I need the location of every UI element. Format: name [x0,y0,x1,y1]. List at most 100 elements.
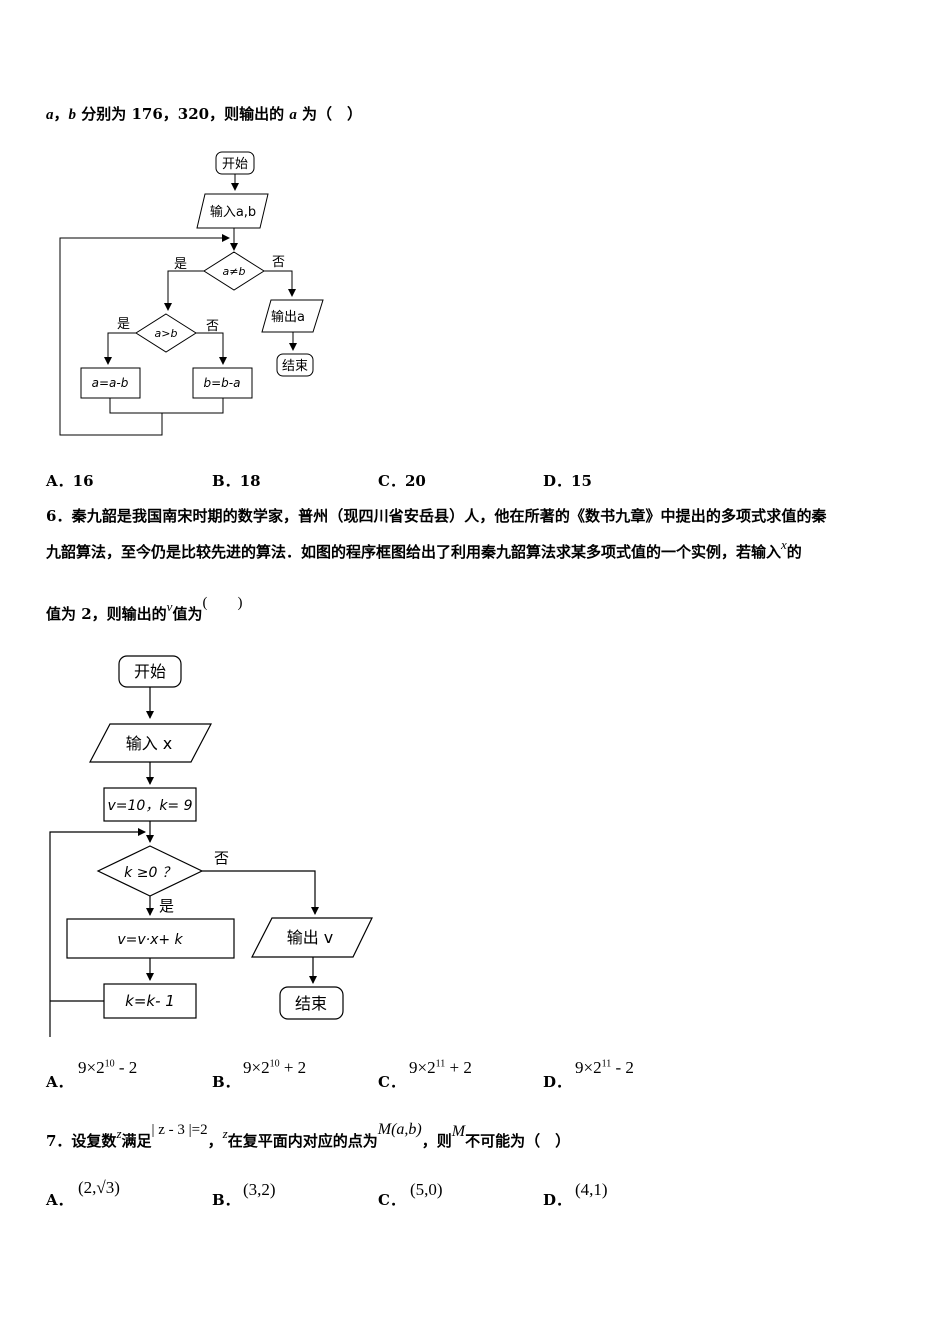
q7-option-a: A． [46,1189,73,1210]
option-letter: A． [46,1073,73,1091]
q5-assign-a-label: a=a-b [92,376,129,390]
formula-base: 9×2 [575,1058,602,1077]
q6-option-d: D． [543,1071,571,1092]
q5-option-a: A．16 [46,470,94,491]
q5-cond2-label: a>b [155,327,178,340]
q6-output-box [251,917,373,958]
q7-option-a-value: (2,√3) [78,1178,120,1197]
option-value: 18 [239,472,261,490]
q6-option-a-formula: 9×210 - 2 [78,1058,137,1078]
q5-sep: ， [53,105,69,123]
option-letter: A． [46,472,73,490]
q5-cond2-diamond [135,313,197,353]
q6-option-c-formula: 9×211 + 2 [409,1058,472,1078]
q7-mid2: 在复平面内对应的点为 [227,1132,378,1150]
q5-option-b: B．18 [212,470,261,491]
q6-output-label: 输出 v [287,928,334,947]
option-letter: B． [212,1073,240,1091]
q7-comma: ， [207,1132,223,1150]
q6-option-d-formula: 9×211 - 2 [575,1058,634,1078]
q5-output-box [261,299,324,333]
q6-line2-text: 九韶算法，至今仍是比较先进的算法．如图的程序框图给出了利用秦九韶算法求某多项式值… [46,543,782,561]
q6-init-label: v=10，k= 9 [107,798,192,814]
option-letter: D． [543,1191,572,1209]
q7-modulus: | z - 3 |=2 [151,1122,208,1138]
q5-end-box [276,353,314,377]
q6-update-box [66,918,235,959]
q5-stem-end: 为（ ） [296,105,363,123]
q5-no1-label: 否 [272,255,285,270]
q6-update-label: v=v·x+ k [117,932,183,948]
option-value: 20 [404,472,426,490]
q6-option-b-formula: 9×210 + 2 [243,1058,306,1078]
q6-option-a: A． [46,1071,73,1092]
q5-no2-label: 否 [206,319,219,334]
q5-yes1-label: 是 [174,257,187,272]
q7-var-z2: z [222,1126,228,1141]
q6-stem-line2: 九韶算法，至今仍是比较先进的算法．如图的程序框图给出了利用秦九韶算法求某多项式值… [46,537,802,562]
q5-var-a2: a [289,107,297,123]
q7-mid1: 满足 [121,1132,152,1150]
q5-input-box [196,193,269,229]
q7-option-b: B． [212,1189,240,1210]
q6-stem-line3: 值为 2，则输出的v值为( ) [46,595,242,624]
q6-yes-label: 是 [159,897,174,915]
q6-cond-label: k ≥0 ？ [124,865,176,881]
q6-no-label: 否 [214,849,229,867]
formula-tail: + 2 [445,1058,472,1077]
formula-tail: - 2 [611,1058,634,1077]
q7-option-c: C． [378,1189,405,1210]
q6-line3-mid: 值为 [172,605,203,623]
q7-option-d: D． [543,1189,571,1210]
q7-option-d-value: (4,1) [575,1180,608,1199]
formula-base: 9×2 [243,1058,270,1077]
q6-option-c: C． [378,1071,405,1092]
formula-exp: 11 [435,1058,446,1070]
q5-yes2-label: 是 [117,317,130,332]
option-letter: C． [378,1191,405,1209]
q5-option-c: C．20 [378,470,426,491]
q7-var-z: z [116,1126,122,1141]
q6-answer-paren: ( ) [202,595,243,611]
option-value: 16 [72,472,94,490]
q6-option-b: B． [212,1071,240,1092]
q5-assign-b-box [192,367,253,399]
q7-option-c-value: (5,0) [410,1180,443,1199]
option-letter: A． [46,1191,73,1209]
q7-point: M(a,b) [377,1121,422,1138]
q5-input-label: 输入a,b [210,204,256,220]
q6-end-box [279,986,344,1020]
option-value: 15 [571,472,592,490]
q7-prefix: 7．设复数 [46,1132,117,1150]
option-letter: C． [378,1073,405,1091]
q5-output-label: 输出a [271,309,305,325]
q6-start-label: 开始 [134,662,166,681]
formula-base: 9×2 [409,1058,436,1077]
q5-cond1-diamond [203,251,265,291]
q7-mid3: ，则 [421,1132,452,1150]
q5-var-b: b [68,107,77,123]
q7-option-b-value: (3,2) [243,1180,276,1199]
option-letter: B． [212,1191,240,1209]
q6-stem-line1: 6．秦九韶是我国南宋时期的数学家，普州（现四川省安岳县）人，他在所著的《数书九章… [46,507,827,525]
q6-decrement-label: k=k- 1 [125,992,175,1010]
q5-stem: a，b 分别为 176，320，则输出的 a 为（ ） [46,103,362,124]
q5-assign-a-box [80,367,141,399]
option-letter: D． [543,1073,572,1091]
formula-tail: - 2 [114,1058,138,1077]
q6-line2-end: 的 [786,543,802,561]
q5-cond1-label: a≠b [223,265,246,278]
formula-exp: 10 [104,1058,115,1070]
q7-var-m: M [451,1123,466,1140]
q5-stem-mid: 分别为 176，320，则输出的 [76,105,290,123]
formula-exp: 11 [601,1058,612,1070]
q6-line3-text: 值为 2，则输出的 [46,605,167,623]
q7-stem: 7．设复数z满足| z - 3 |=2，z在复平面内对应的点为M(a,b)，则M… [46,1121,570,1151]
formula-exp: 10 [269,1058,280,1070]
option-letter: D． [543,472,572,490]
option-letter: B． [212,472,240,490]
option-letter: C． [378,472,405,490]
formula-tail: + 2 [279,1058,307,1077]
